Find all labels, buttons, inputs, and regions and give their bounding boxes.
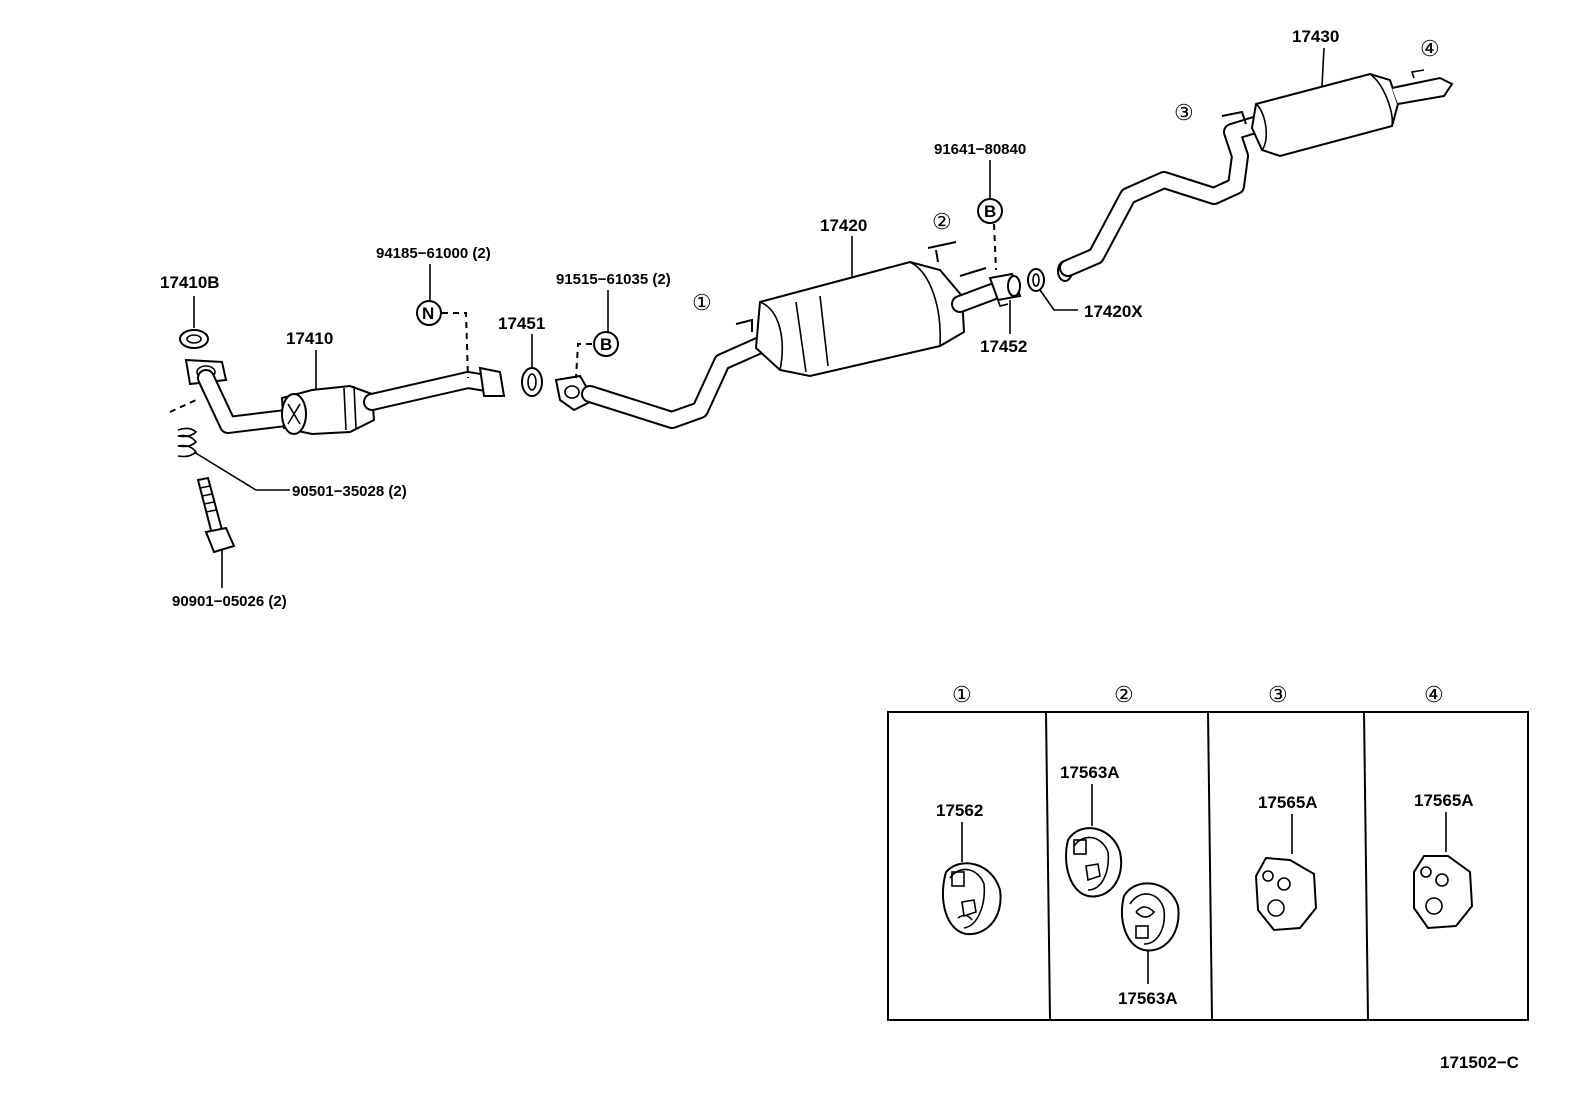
label-17563A-bottom: 17563A — [1118, 989, 1178, 1008]
label-91641-80840: 91641−80840 — [934, 141, 1026, 158]
bolt-90901[interactable] — [196, 476, 236, 554]
label-91515-61035: 91515−61035 (2) — [556, 271, 671, 288]
callout-2: ② — [932, 209, 952, 234]
label-94185-61000: 94185−61000 (2) — [376, 245, 491, 262]
symbol-b-right: B — [977, 198, 1003, 224]
label-17430: 17430 — [1292, 27, 1339, 46]
tail-pipe-muffler-17430[interactable] — [1057, 69, 1454, 282]
hanger-17565A-4[interactable] — [1413, 855, 1474, 930]
hanger-17563A-bottom[interactable] — [1121, 882, 1180, 952]
hanger-17562[interactable] — [941, 862, 1002, 936]
hanger-17565A-3[interactable] — [1254, 856, 1318, 932]
spring-90501[interactable] — [177, 427, 198, 458]
center-pipe-muffler-17420[interactable] — [554, 241, 1001, 429]
gasket-17420X[interactable] — [1027, 268, 1045, 292]
label-17410: 17410 — [286, 329, 333, 348]
label-17565A-4: 17565A — [1414, 791, 1474, 810]
symbol-b-left: B — [593, 331, 619, 357]
front-pipe-17410[interactable] — [179, 329, 506, 436]
label-17410B: 17410B — [160, 273, 220, 292]
gasket-17451[interactable] — [521, 367, 543, 397]
hanger-17563A-top[interactable] — [1065, 827, 1123, 898]
label-17563A-top: 17563A — [1060, 763, 1120, 782]
callout-1: ① — [692, 290, 712, 315]
label-17452: 17452 — [980, 337, 1027, 356]
diagram-code: 171502−C — [1440, 1053, 1519, 1072]
table-header-2: ② — [1114, 682, 1134, 707]
label-90901-05026: 90901−05026 (2) — [172, 593, 287, 610]
label-17420X: 17420X — [1084, 302, 1143, 321]
label-17562: 17562 — [936, 801, 983, 820]
callout-4: ④ — [1420, 36, 1440, 61]
label-17451: 17451 — [498, 314, 545, 333]
svg-text:B: B — [600, 335, 612, 354]
callout-3: ③ — [1174, 100, 1194, 125]
table-header-3: ③ — [1268, 682, 1288, 707]
svg-text:N: N — [422, 304, 434, 323]
label-17420: 17420 — [820, 216, 867, 235]
label-17565A-3: 17565A — [1258, 793, 1318, 812]
label-90501-35028: 90501−35028 (2) — [292, 483, 407, 500]
leader-lines — [169, 47, 1325, 588]
clamp-17452[interactable] — [988, 272, 1022, 307]
svg-text:B: B — [984, 202, 996, 221]
table-header-4: ④ — [1424, 682, 1444, 707]
table-header-1: ① — [952, 682, 972, 707]
symbol-n: N — [416, 300, 442, 326]
hanger-table — [887, 711, 1529, 1021]
